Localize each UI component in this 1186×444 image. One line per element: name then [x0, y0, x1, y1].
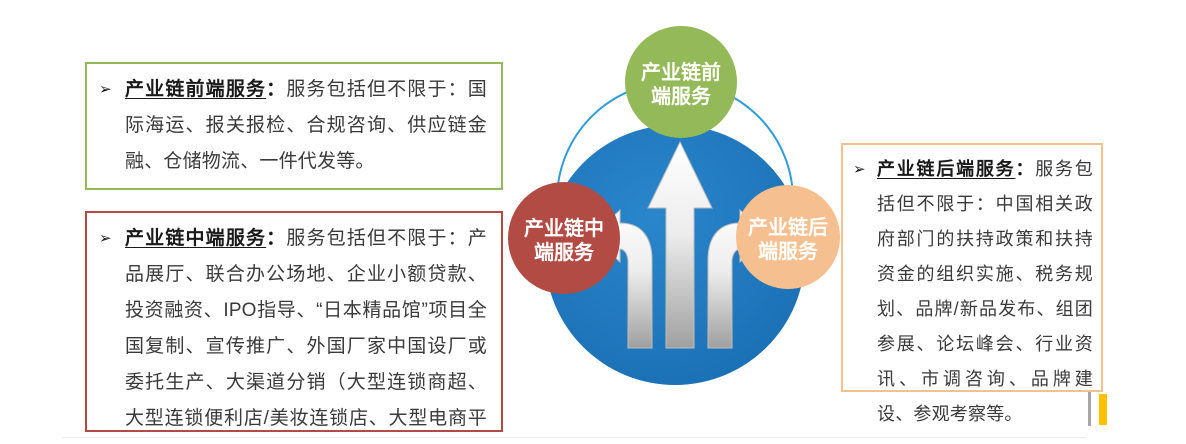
front-service-title: 产业链前端服务 — [125, 79, 267, 100]
node-back-label-line1: 产业链后 — [748, 215, 828, 239]
node-back-circle — [736, 185, 840, 289]
front-service-box: ➢ 产业链前端服务：服务包括但不限于：国际海运、报关报检、合规咨询、供应链金融、… — [85, 62, 503, 190]
service-chain-diagram: 产业链前 端服务 产业链中 端服务 产业链后 端服务 — [508, 26, 840, 385]
node-front-label-line2: 端服务 — [651, 84, 712, 108]
back-service-colon: ： — [1015, 159, 1036, 179]
back-service-body: 服务包括但不限于：中国相关政府部门的扶持政策和扶持资金的组织实施、税务规划、品牌… — [877, 159, 1093, 424]
bullet-arrow-icon: ➢ — [99, 230, 112, 247]
middle-service-box: ➢ 产业链中端服务：服务包括但不限于：产品展厅、联合办公场地、企业小额贷款、投资… — [85, 211, 503, 432]
back-service-text: 产业链后端服务：服务包括但不限于：中国相关政府部门的扶持政策和扶持资金的组织实施… — [877, 152, 1093, 432]
bottom-divider — [62, 437, 1086, 438]
bullet-arrow-icon: ➢ — [99, 81, 112, 98]
middle-service-colon: ： — [266, 228, 287, 249]
bullet-arrow-icon: ➢ — [853, 161, 866, 178]
node-middle-label-line2: 端服务 — [534, 240, 595, 264]
middle-service-body: 服务包括但不限于：产品展厅、联合办公场地、企业小额贷款、投资融资、IPO指导、“… — [125, 228, 487, 429]
back-service-box: ➢ 产业链后端服务：服务包括但不限于：中国相关政府部门的扶持政策和扶持资金的组织… — [841, 143, 1103, 424]
gray-accent-bar — [1088, 392, 1091, 426]
node-front: 产业链前 端服务 — [625, 26, 737, 138]
front-service-colon: ： — [266, 79, 287, 100]
front-service-body: 服务包括但不限于：国际海运、报关报检、合规咨询、供应链金融、仓储物流、一件代发等… — [125, 79, 487, 172]
gold-accent-bar — [1099, 394, 1107, 425]
back-service-title: 产业链后端服务 — [877, 159, 1016, 179]
node-middle-circle — [508, 182, 620, 294]
node-middle: 产业链中 端服务 — [508, 182, 620, 294]
middle-service-title: 产业链中端服务 — [125, 228, 267, 249]
front-service-text: 产业链前端服务：服务包括但不限于：国际海运、报关报检、合规咨询、供应链金融、仓储… — [125, 72, 487, 180]
node-back-label-line2: 端服务 — [758, 239, 819, 263]
node-front-circle — [625, 26, 737, 138]
node-front-label-line1: 产业链前 — [641, 60, 721, 84]
middle-service-text: 产业链中端服务：服务包括但不限于：产品展厅、联合办公场地、企业小额贷款、投资融资… — [125, 221, 487, 444]
node-back: 产业链后 端服务 — [736, 185, 840, 289]
node-middle-label-line1: 产业链中 — [524, 216, 604, 240]
up-arrow-icon — [647, 140, 713, 349]
